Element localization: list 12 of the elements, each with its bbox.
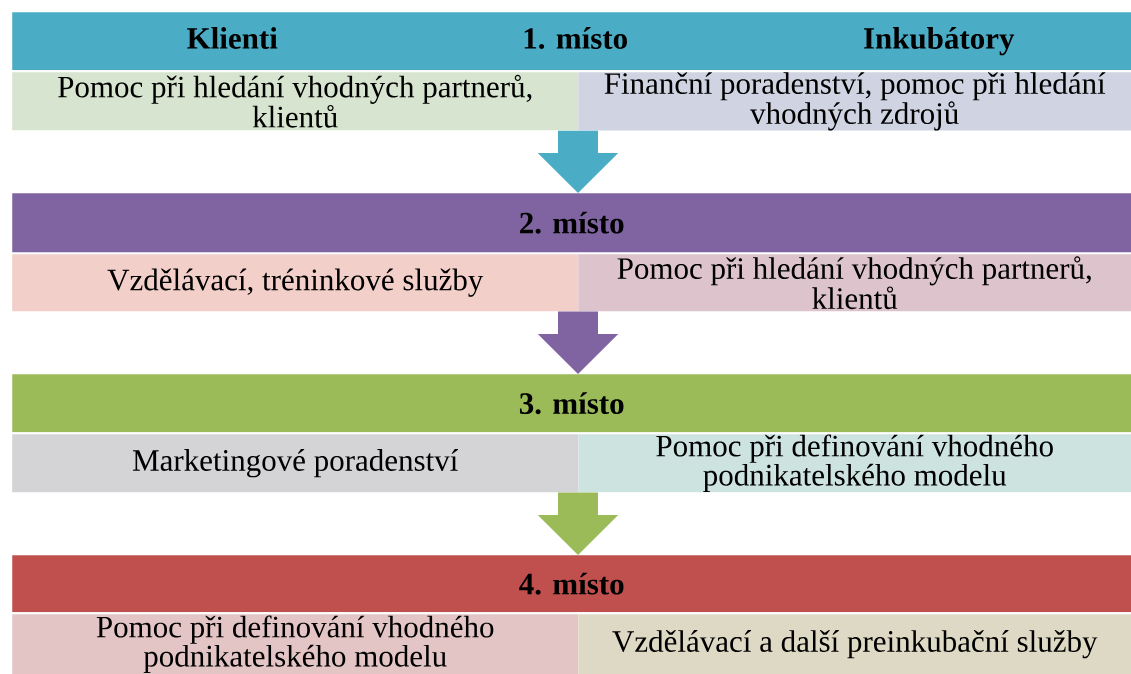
text-cell: Vzdělávací a další preinkubační služby	[578, 614, 1131, 674]
band-header: 3. místo	[12, 374, 1131, 433]
text-cell: Finanční poradenství, pomoc při hledání vhodných zdrojů	[578, 72, 1131, 131]
band-header: 2. místo	[12, 193, 1131, 253]
band-header: Klienti 1. místo Inkubátory	[12, 12, 1131, 71]
band-header: 4. místo	[12, 555, 1131, 613]
text-cell: Pomoc při definování vhodného podnikatelského modelu	[578, 434, 1131, 493]
text-cell: Pomoc při definování vhodného podnikatelského modelu	[12, 614, 579, 674]
text-cell: Marketingové poradenství	[12, 434, 579, 493]
text-cell: Pomoc při hledání vhodných partnerů, klientů	[578, 254, 1131, 312]
text-cell: Pomoc při hledání vhodných partnerů, klientů	[12, 72, 579, 131]
text-cell: Vzdělávací, tréninkové služby	[12, 254, 579, 312]
